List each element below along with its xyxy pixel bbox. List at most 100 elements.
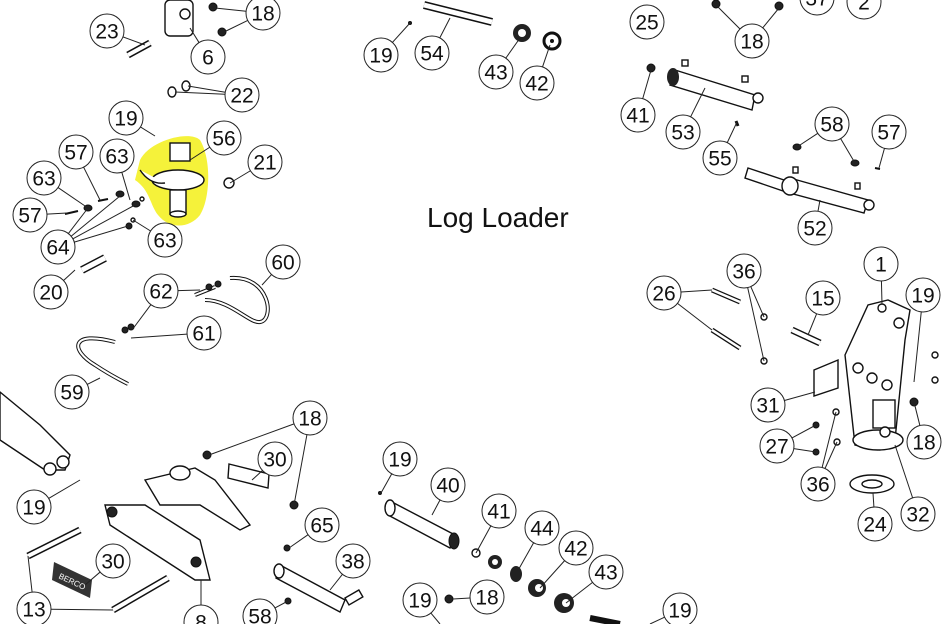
callout-part-44[interactable]: 44: [524, 510, 560, 546]
callout-part-43[interactable]: 43: [588, 554, 624, 590]
callout-label: 32: [906, 504, 929, 527]
callout-part-2[interactable]: 2: [846, 0, 882, 20]
callout-part-36[interactable]: 36: [800, 466, 836, 502]
callout-part-58[interactable]: 58: [242, 598, 278, 624]
callout-circle: [800, 466, 836, 502]
callout-part-57[interactable]: 57: [12, 197, 48, 233]
callout-part-38[interactable]: 38: [335, 543, 371, 579]
callout-circle: [89, 13, 125, 49]
callout-label: 57: [64, 142, 87, 165]
callout-part-41[interactable]: 41: [481, 493, 517, 529]
callout-label: 18: [251, 3, 274, 26]
callout-part-63[interactable]: 63: [147, 222, 183, 258]
callout-circle: [224, 77, 260, 113]
callout-part-8[interactable]: 8: [183, 604, 219, 624]
callout-part-19[interactable]: 19: [16, 489, 52, 525]
callout-part-30[interactable]: 30: [95, 543, 131, 579]
callout-part-55[interactable]: 55: [702, 140, 738, 176]
callout-part-57[interactable]: 57: [871, 114, 907, 150]
callout-part-65[interactable]: 65: [304, 507, 340, 543]
callout-circle: [558, 530, 594, 566]
callout-part-26[interactable]: 26: [646, 275, 682, 311]
leader-line: [72, 204, 136, 240]
callout-part-62[interactable]: 62: [143, 273, 179, 309]
callout-part-18[interactable]: 18: [906, 424, 942, 460]
callout-label: 23: [95, 21, 118, 44]
pin-part-13: [26, 526, 170, 614]
callout-part-58[interactable]: 58: [814, 106, 850, 142]
callout-part-6[interactable]: 6: [190, 39, 226, 75]
callout-part-53[interactable]: 53: [665, 114, 701, 150]
leader-line: [880, 280, 883, 305]
leader-line: [84, 571, 101, 586]
callout-part-40[interactable]: 40: [430, 467, 466, 503]
callout-part-1[interactable]: 1: [863, 246, 899, 282]
callout-part-59[interactable]: 59: [54, 374, 90, 410]
leader-line: [261, 274, 272, 286]
callout-part-42[interactable]: 42: [558, 530, 594, 566]
callout-label: 57: [18, 205, 41, 228]
callout-part-63[interactable]: 63: [26, 160, 62, 196]
callout-part-19[interactable]: 19: [905, 277, 941, 313]
callout-part-42[interactable]: 42: [519, 65, 555, 101]
callout-part-64[interactable]: 64: [40, 229, 76, 265]
leader-line: [452, 597, 471, 600]
callout-part-52[interactable]: 52: [797, 210, 833, 246]
callout-part-57[interactable]: 57: [58, 134, 94, 170]
callout-part-15[interactable]: 15: [805, 280, 841, 316]
callout-part-13[interactable]: 13: [16, 591, 52, 624]
callout-part-27[interactable]: 27: [759, 428, 795, 464]
callout-part-54[interactable]: 54: [414, 35, 450, 71]
callout-part-19[interactable]: 19: [402, 582, 438, 618]
callout-circle: [814, 106, 850, 142]
callout-part-18[interactable]: 18: [292, 400, 328, 436]
cylinder-part-52: [744, 166, 875, 214]
callout-part-56[interactable]: 56: [206, 120, 242, 156]
leader-line: [140, 126, 156, 137]
leader-line: [86, 377, 101, 385]
callout-part-37[interactable]: 37: [799, 0, 835, 16]
callout-label: 59: [60, 382, 83, 405]
callout-part-19[interactable]: 19: [363, 37, 399, 73]
callout-part-32[interactable]: 32: [900, 496, 936, 532]
callout-circle: [265, 244, 301, 280]
callout-part-25[interactable]: 25: [629, 4, 665, 40]
callout-circle: [16, 489, 52, 525]
callout-part-24[interactable]: 24: [857, 506, 893, 542]
callout-circle: [759, 428, 795, 464]
callout-part-19[interactable]: 19: [108, 100, 144, 136]
callout-circle: [108, 100, 144, 136]
callout-circle: [382, 441, 418, 477]
leader-line: [542, 44, 551, 68]
callout-part-31[interactable]: 31: [750, 387, 786, 423]
callout-part-18[interactable]: 18: [245, 0, 281, 31]
pin-part-38: [273, 563, 364, 613]
callout-part-18[interactable]: 18: [469, 579, 505, 615]
callout-part-63[interactable]: 63: [99, 138, 135, 174]
callout-part-18[interactable]: 18: [734, 23, 770, 59]
callout-part-21[interactable]: 21: [247, 144, 283, 180]
callout-label: 26: [652, 283, 675, 306]
callout-part-19[interactable]: 19: [662, 592, 698, 624]
callout-label: 6: [202, 47, 214, 70]
callout-circle: [402, 582, 438, 618]
callout-part-19[interactable]: 19: [382, 441, 418, 477]
callout-part-36[interactable]: 36: [726, 253, 762, 289]
pin-part: [589, 615, 621, 624]
callout-part-41[interactable]: 41: [620, 97, 656, 133]
callout-part-61[interactable]: 61: [186, 315, 222, 351]
callout-part-23[interactable]: 23: [89, 13, 125, 49]
callout-label: 2: [858, 0, 870, 15]
callout-part-20[interactable]: 20: [33, 274, 69, 310]
leader-line: [189, 27, 200, 43]
callout-part-30[interactable]: 30: [257, 441, 293, 477]
callout-label: 42: [564, 538, 587, 561]
cylinder-part-53: [667, 59, 764, 111]
callout-circle: [58, 134, 94, 170]
callout-part-60[interactable]: 60: [265, 244, 301, 280]
callout-part-22[interactable]: 22: [224, 77, 260, 113]
leader-line: [223, 19, 248, 33]
callout-part-43[interactable]: 43: [478, 54, 514, 90]
leader-line: [539, 560, 565, 589]
